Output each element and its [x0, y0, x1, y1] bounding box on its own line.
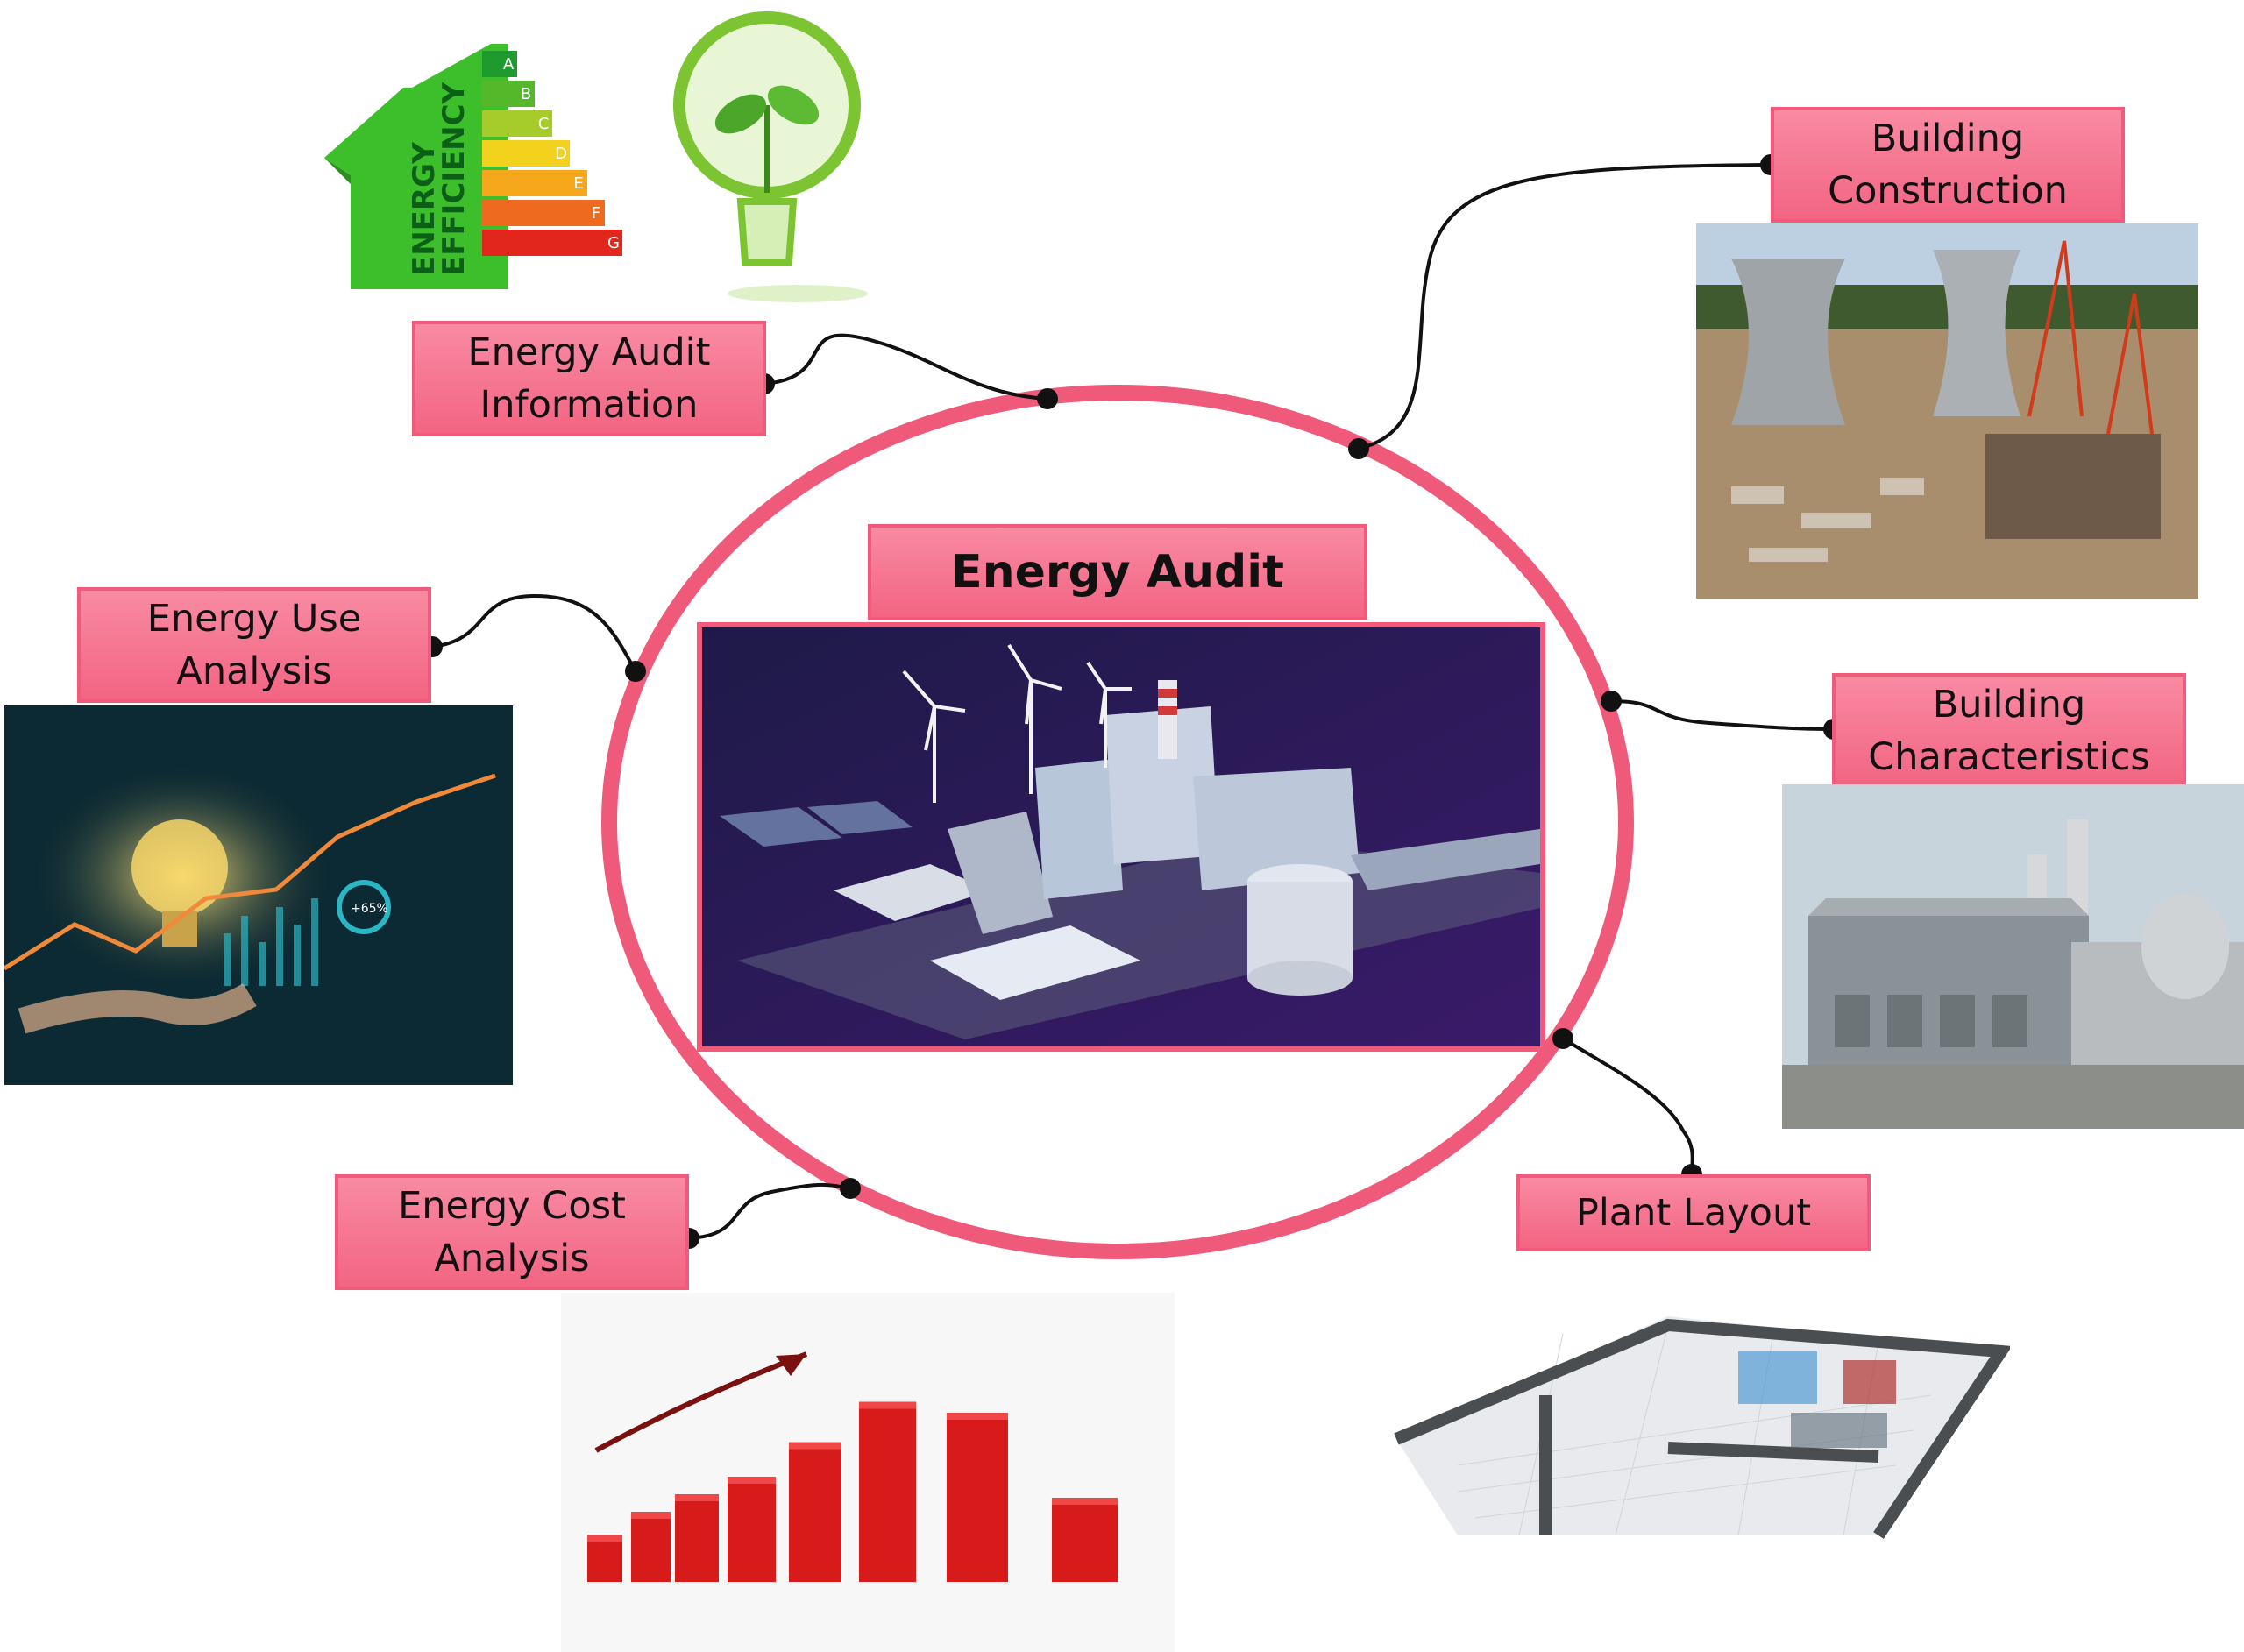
cost-bar-top [1052, 1498, 1118, 1505]
connector-dot [1552, 1028, 1573, 1049]
efficiency-grade-b: B [521, 85, 531, 103]
plant-layout-image [1388, 1255, 2010, 1547]
efficiency-bar-c [482, 110, 552, 137]
energy-use-analysis-label: Energy Use Analysis [77, 587, 431, 703]
energy-use-analysis-image: +65% [4, 705, 513, 1085]
connector-building-construction [1358, 163, 1772, 450]
cost-bar [675, 1501, 719, 1582]
cost-bar [789, 1449, 842, 1582]
connector-dot [625, 661, 646, 682]
cost-bar [587, 1542, 622, 1582]
cost-bar-top [789, 1442, 842, 1450]
power-plant-image [697, 622, 1545, 1052]
building-characteristics-label: Building Characteristics [1832, 673, 2186, 789]
cost-bar-top [728, 1477, 776, 1484]
connector-plant-layout [1561, 1037, 1694, 1175]
connector-energy-use-analysis [431, 593, 637, 672]
cost-bar [1052, 1505, 1118, 1582]
cost-bar-top [675, 1494, 719, 1501]
connector-dot [840, 1178, 861, 1199]
efficiency-grade-e: E [573, 174, 583, 193]
cost-bar [859, 1408, 916, 1582]
trend-arrow [594, 1351, 808, 1453]
energy-audit-information-label: Energy Audit Information [412, 321, 766, 436]
energy-cost-analysis-label: Energy Cost Analysis [335, 1174, 689, 1290]
building-characteristics-image [1782, 784, 2244, 1129]
center-title: Energy Audit [868, 524, 1367, 620]
efficiency-bar-b [482, 81, 535, 107]
efficiency-grade-g: G [607, 234, 620, 252]
energy-efficiency-text: ENERGYEFFICIENCY [407, 82, 472, 276]
connector-energy-audit-information [763, 333, 1048, 401]
green-lightbulb-image [657, 0, 877, 307]
building-construction-image [1696, 223, 2198, 599]
connector-dot [1601, 691, 1622, 712]
building-construction-label: Building Construction [1771, 107, 2125, 223]
efficiency-grade-a: A [503, 55, 515, 74]
efficiency-bar-d [482, 140, 570, 167]
cost-bar [631, 1519, 671, 1582]
central-ring [601, 385, 1634, 1259]
efficiency-grade-f: F [592, 204, 600, 223]
efficiency-bar-f [482, 200, 605, 226]
cost-bar [728, 1484, 776, 1582]
bulb-percent-text: +65% [351, 902, 388, 916]
cost-bar [947, 1420, 1008, 1582]
efficiency-bar-g [482, 230, 622, 256]
efficiency-grade-d: D [555, 145, 567, 163]
connector-energy-cost-analysis [688, 1182, 851, 1240]
energy-cost-chart-image [561, 1293, 1175, 1652]
cost-bar-top [587, 1535, 622, 1542]
connector-dot [1037, 388, 1058, 409]
cost-bar-top [947, 1413, 1008, 1420]
connector-building-characteristics [1610, 699, 1835, 731]
cost-bar-top [859, 1401, 916, 1409]
connector-dot [1348, 438, 1369, 459]
efficiency-bar-a [482, 51, 517, 77]
plant-layout-label: Plant Layout [1516, 1174, 1871, 1251]
cost-bar-top [631, 1512, 671, 1519]
efficiency-bar-e [482, 170, 587, 196]
efficiency-grade-c: C [538, 115, 550, 133]
